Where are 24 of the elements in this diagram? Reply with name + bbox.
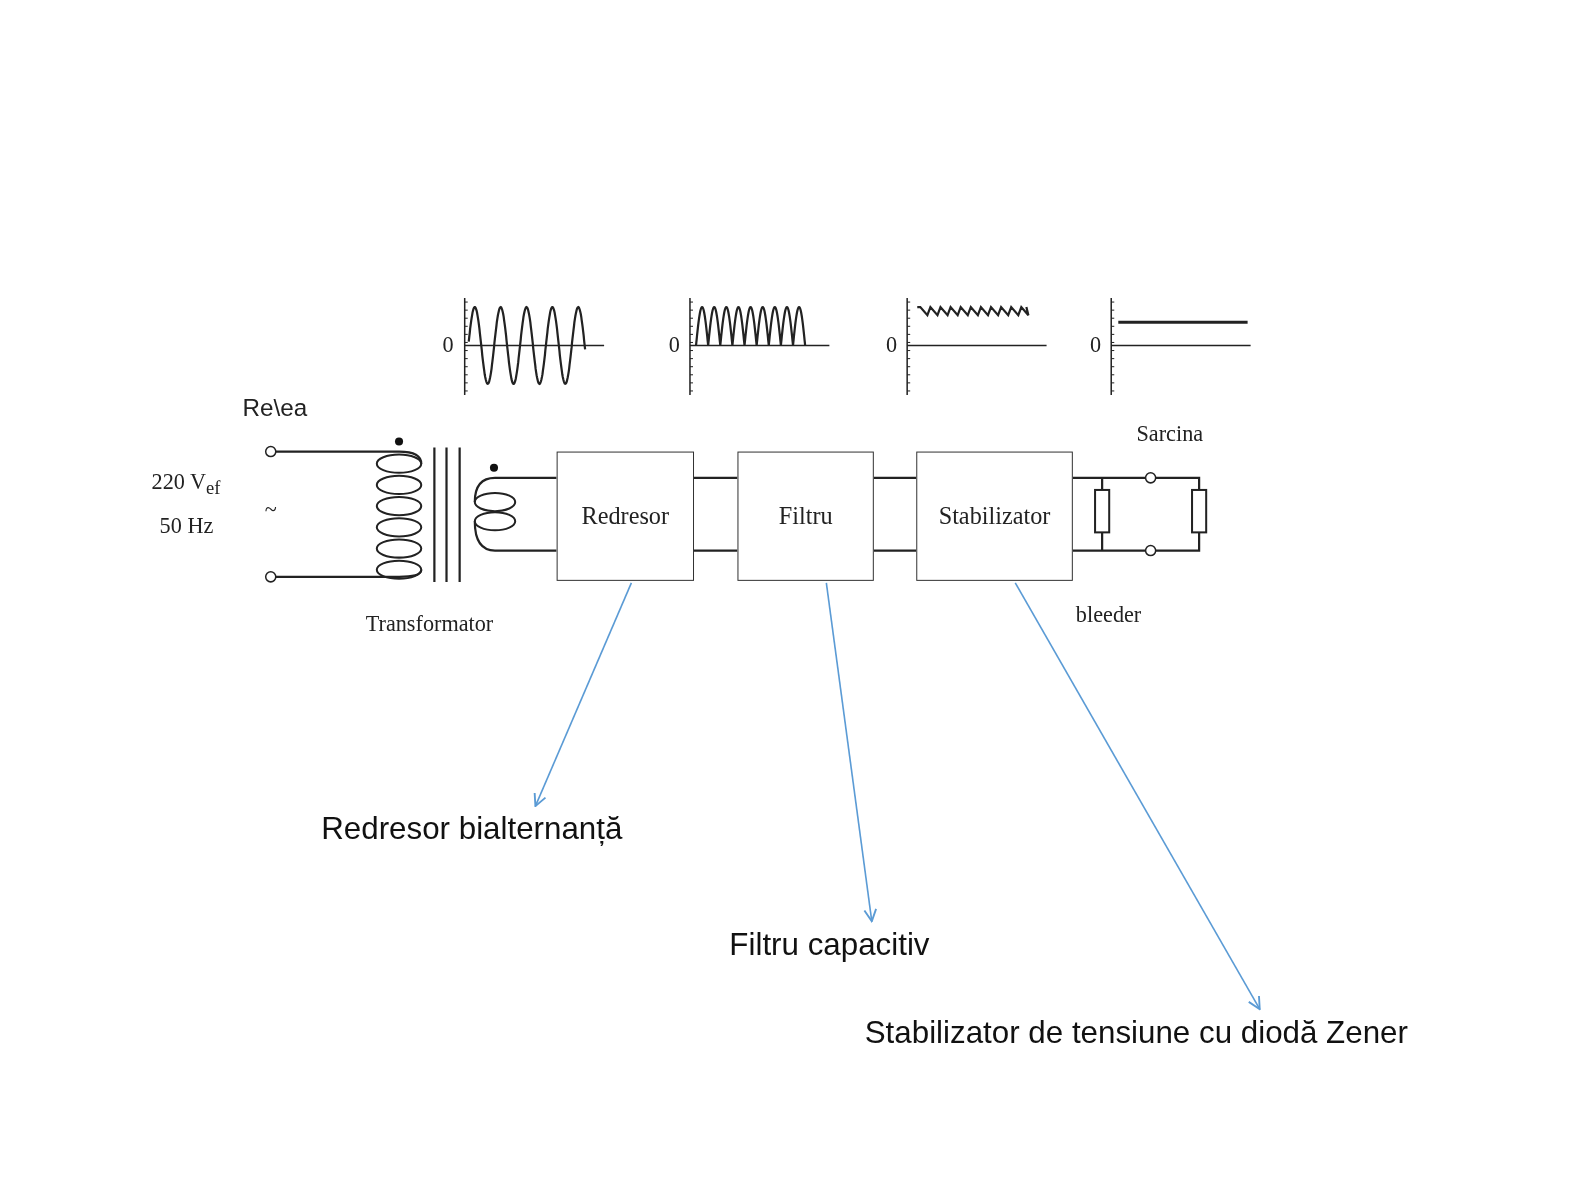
- callout-text: Filtru capacitiv: [729, 925, 930, 963]
- label-text: Transformator: [365, 611, 494, 638]
- arrow: [533, 582, 633, 808]
- wire: [873, 549, 917, 552]
- label-text: Sarcina: [1136, 421, 1204, 448]
- callout-text: Stabilizator de tensiune cu diodă Zener: [864, 1013, 1408, 1051]
- block-box: Filtru: [737, 451, 874, 581]
- wire: [694, 476, 738, 479]
- block-box: Redresor: [556, 451, 694, 581]
- label-text: ~: [264, 497, 277, 524]
- wire: [873, 476, 917, 479]
- label-text: 50 Hz: [159, 513, 214, 540]
- callout-text: Redresor bialternanță: [321, 810, 623, 848]
- label-text: Re\ea: [242, 394, 308, 424]
- label-text: 0: [668, 331, 680, 358]
- arrow: [1014, 582, 1261, 1011]
- label-text: 0: [1090, 331, 1102, 358]
- arrow: [825, 582, 877, 923]
- wire: [694, 549, 738, 552]
- label-text: 0: [885, 331, 898, 358]
- block-box: Stabilizator: [916, 451, 1073, 581]
- label-text: 0: [442, 331, 454, 358]
- label-text: 220 V$_{ef}$: [151, 468, 221, 501]
- label-text: bleeder: [1075, 602, 1142, 629]
